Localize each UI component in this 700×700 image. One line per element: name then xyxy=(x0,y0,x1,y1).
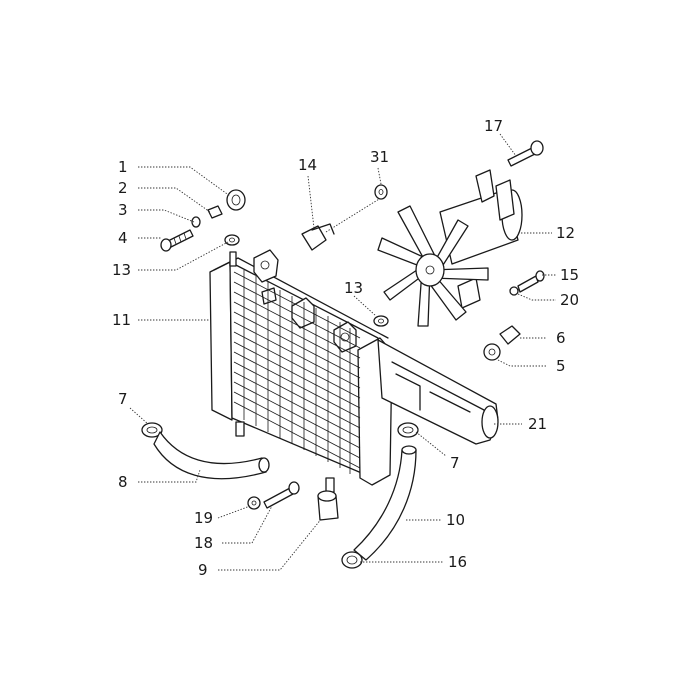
callout-7-left: 7 xyxy=(118,390,128,408)
radiator xyxy=(209,249,393,493)
callout-2: 2 xyxy=(118,179,128,197)
callout-1: 1 xyxy=(118,158,128,176)
callout-16: 16 xyxy=(448,553,467,571)
part-14-thermoswitch xyxy=(301,195,385,251)
callout-13-right: 13 xyxy=(344,279,363,297)
fan-shroud xyxy=(377,339,499,445)
callout-8: 8 xyxy=(118,473,128,491)
callout-10: 10 xyxy=(446,511,465,529)
part-7-clamp-left xyxy=(141,422,163,438)
callout-31: 31 xyxy=(370,148,389,166)
part-2-spacer xyxy=(207,205,223,219)
callout-14: 14 xyxy=(298,156,317,174)
callout-7-right: 7 xyxy=(450,454,460,472)
part-13-washer-left xyxy=(224,234,240,246)
callout-3: 3 xyxy=(118,201,128,219)
electric-fan xyxy=(377,169,523,327)
callout-4: 4 xyxy=(118,229,128,247)
leader-lines xyxy=(129,133,556,571)
part-5-nut xyxy=(483,343,501,361)
part-13-washer-right xyxy=(373,315,389,327)
part-7-clamp-right xyxy=(397,422,419,438)
part-20-washer xyxy=(509,286,519,296)
part-18-screw xyxy=(263,481,300,509)
part-3-washer xyxy=(191,216,201,228)
callout-17: 17 xyxy=(484,117,503,135)
callout-11: 11 xyxy=(112,311,131,329)
part-10-hose xyxy=(353,445,417,561)
callout-12: 12 xyxy=(556,224,575,242)
callout-13-left: 13 xyxy=(112,261,131,279)
callout-19: 19 xyxy=(194,509,213,527)
part-31-nut xyxy=(374,184,388,200)
callout-15: 15 xyxy=(560,266,579,284)
part-9-rubber-mount xyxy=(317,490,339,521)
callout-18: 18 xyxy=(194,534,213,552)
callout-6: 6 xyxy=(556,329,566,347)
callout-20: 20 xyxy=(560,291,579,309)
part-15-screw xyxy=(517,270,545,293)
part-6-plug xyxy=(499,325,521,345)
callout-labels: 1 2 3 4 13 11 7 8 19 18 9 14 31 13 17 12… xyxy=(112,117,579,579)
part-16-clamp xyxy=(341,551,363,569)
part-4-screw xyxy=(160,229,194,252)
part-1-grommet xyxy=(226,189,246,211)
part-19-washer xyxy=(247,496,261,510)
part-17-screw xyxy=(507,140,544,167)
callout-21: 21 xyxy=(528,415,547,433)
part-8-hose xyxy=(153,431,270,480)
callout-9: 9 xyxy=(198,561,208,579)
callout-5: 5 xyxy=(556,357,566,375)
